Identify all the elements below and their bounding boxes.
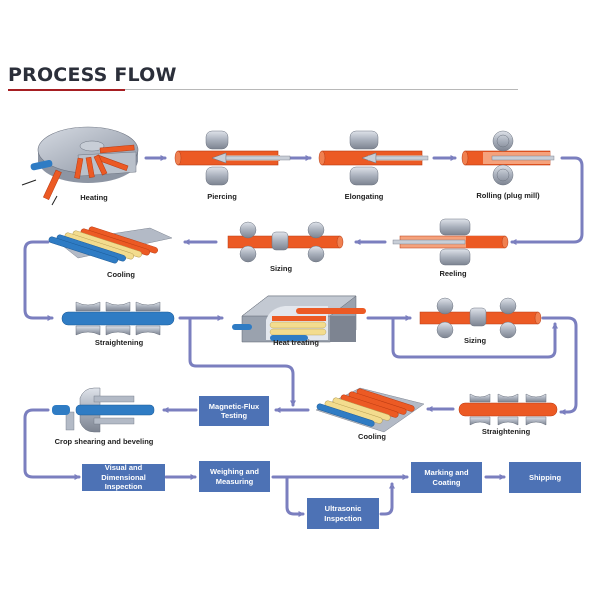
label-heating: Heating <box>80 193 108 202</box>
sizing-illustration-2 <box>419 297 542 339</box>
reeling-illustration <box>392 218 509 266</box>
label-cooling-2: Cooling <box>358 432 386 441</box>
elongating-illustration <box>318 130 429 186</box>
label-heat-treating: Heat treating <box>273 338 319 347</box>
label-straightening-2: Straightening <box>481 427 531 436</box>
arrow-straightening-bypass-to-magnetic <box>188 316 296 407</box>
page-title: PROCESS FLOW <box>8 64 177 86</box>
box-magnetic-flux-label: Magnetic-Flux Testing <box>208 401 260 420</box>
box-shipping: Shipping <box>509 462 581 493</box>
box-visual-inspection-label: Visual and Dimensional Inspection <box>101 463 146 492</box>
label-sizing-1: Sizing <box>269 264 293 273</box>
cooling-illustration-2 <box>315 387 425 433</box>
sizing-illustration-1 <box>227 221 344 263</box>
arrow-rolling-to-reeling <box>510 156 584 245</box>
cooling-illustration-1 <box>48 226 173 264</box>
label-crop-shearing: Crop shearing and beveling <box>54 437 154 446</box>
box-weighing-label: Weighing and Measuring <box>209 467 260 486</box>
crop-shearing-illustration <box>52 387 155 433</box>
label-piercing: Piercing <box>207 192 237 201</box>
title-underline <box>8 89 518 90</box>
box-marking-coating: Marking and Coating <box>411 462 482 493</box>
arrow-crop-to-visual <box>23 408 81 480</box>
label-straightening-1: Straightening <box>94 338 144 347</box>
label-elongating: Elongating <box>344 192 384 201</box>
box-marking-label: Marking and Coating <box>424 468 469 487</box>
flow-arrows <box>23 155 584 517</box>
arrow-sizing-to-straightening <box>541 316 578 415</box>
arrow-weighing-to-ultrasonic <box>285 475 305 517</box>
label-rolling-plug-mill: Rolling (plug mill) <box>476 191 540 200</box>
arrow-ultrasonic-to-marking <box>379 482 395 516</box>
box-visual-dimensional-inspection: Visual and Dimensional Inspection <box>82 463 165 492</box>
title-accent-underline <box>8 89 125 91</box>
label-sizing-2: Sizing <box>463 336 487 345</box>
box-shipping-label: Shipping <box>528 472 562 482</box>
rolling-illustration <box>461 130 555 186</box>
piercing-illustration <box>174 130 291 186</box>
label-reeling: Reeling <box>439 269 467 278</box>
heating-furnace-illustration <box>21 126 139 206</box>
label-cooling-1: Cooling <box>107 270 135 279</box>
box-magnetic-flux-testing: Magnetic-Flux Testing <box>199 396 269 426</box>
arrow-sizing-bypass <box>391 316 558 359</box>
straightening-illustration-1 <box>61 301 175 336</box>
box-ultrasonic-label: Ultrasonic Inspection <box>324 504 362 523</box>
arrow-cooling-to-straightening <box>23 240 54 321</box>
box-ultrasonic-inspection: Ultrasonic Inspection <box>307 498 379 529</box>
heat-treating-illustration <box>232 295 366 343</box>
straightening-illustration-2 <box>458 393 558 426</box>
box-weighing-measuring: Weighing and Measuring <box>199 461 270 492</box>
